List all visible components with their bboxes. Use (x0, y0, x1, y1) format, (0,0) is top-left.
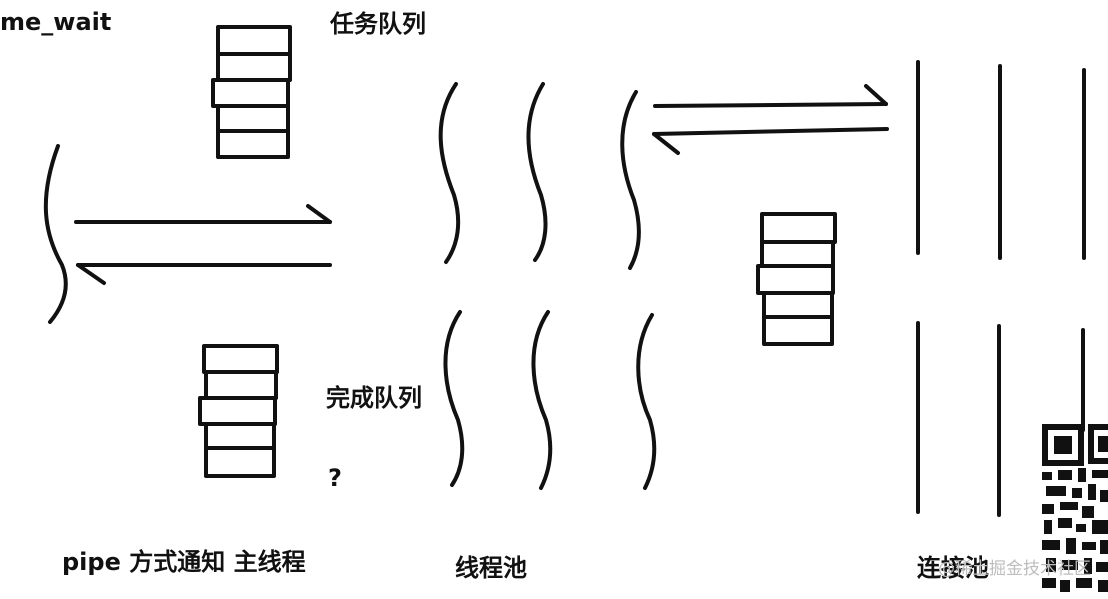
thread-pool-label: 线程池 (455, 554, 527, 582)
epoll-wait-label: me_wait (0, 8, 112, 36)
thread-wave (526, 82, 548, 262)
main-thread-wave (43, 144, 68, 324)
thread-wave (443, 310, 465, 487)
watermark-text: @稀土掘金技术社区 (938, 559, 1091, 579)
thread-wave (531, 310, 553, 490)
connection-queue-stack (756, 212, 837, 346)
thread-wave (636, 313, 657, 490)
pipe-notify-label: pipe 方式通知 主线程 (62, 548, 306, 576)
thread-wave (620, 90, 641, 270)
qr-code-image (1042, 424, 1108, 592)
connection-lines (916, 60, 1086, 517)
pipe-arrow-right (74, 204, 332, 224)
done-queue-stack (198, 344, 279, 478)
done-queue-label: 完成队列 (326, 384, 422, 412)
task-queue-stack (211, 25, 292, 159)
task-queue-label: 任务队列 (330, 10, 426, 38)
thread-wave (438, 82, 461, 264)
pool-arrow-right (653, 84, 888, 108)
question-mark-label: ? (328, 464, 342, 492)
connection-pool-label: 连接池 (917, 554, 989, 582)
pipe-arrow-left (76, 263, 332, 285)
pool-arrow-left (652, 127, 889, 155)
